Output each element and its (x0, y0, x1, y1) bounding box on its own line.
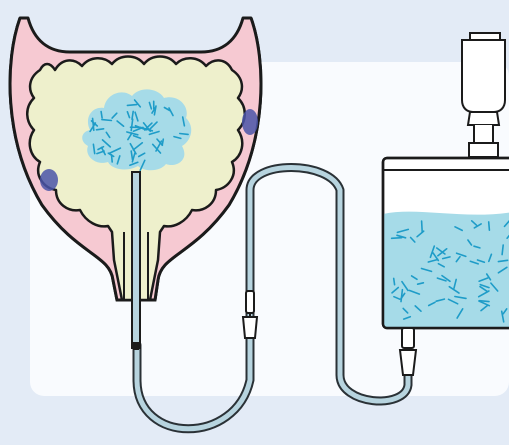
wall-nodule-right (242, 109, 258, 135)
fluid-speck (180, 134, 188, 135)
fluid-speck (102, 120, 112, 121)
fluid-speck (489, 222, 490, 230)
fluid-speck (97, 129, 104, 130)
wall-nodule-left (40, 169, 58, 191)
fluid-speck (127, 105, 136, 106)
fluid-speck (422, 221, 423, 232)
catheter (132, 172, 140, 350)
fluid-speck (480, 301, 489, 302)
bag-outlet (400, 328, 416, 375)
fluid-speck (394, 278, 395, 284)
fluid-speck (101, 112, 102, 119)
fluid-speck (502, 245, 503, 255)
drainage-bag (383, 158, 509, 328)
fluid-speck (392, 238, 402, 239)
